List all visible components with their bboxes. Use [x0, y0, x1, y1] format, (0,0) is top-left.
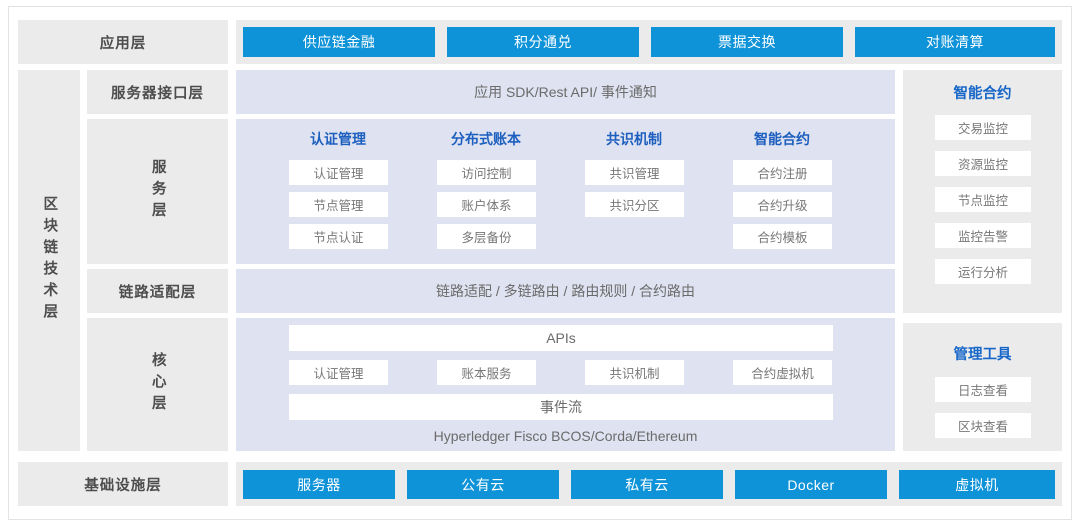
- core-module-authentication[interactable]: 认证管理: [289, 360, 388, 385]
- service-layer-label-text: 服务层: [149, 159, 166, 224]
- service-chip-contract-3[interactable]: 合约模板: [733, 224, 832, 249]
- side-panel-item-block-viewer[interactable]: 区块查看: [935, 413, 1031, 438]
- side-panel-item-log-viewer[interactable]: 日志查看: [935, 377, 1031, 402]
- service-chip-auth-3[interactable]: 节点认证: [289, 224, 388, 249]
- infra-button-docker[interactable]: Docker: [735, 470, 887, 499]
- core-layer-footer-text: Hyperledger Fisco BCOS/Corda/Ethereum: [433, 428, 698, 444]
- side-panel-item-node-monitor[interactable]: 节点监控: [935, 187, 1031, 212]
- blockchain-tech-layer-label: 区块链技术层: [18, 70, 80, 451]
- service-column-header-authentication: 认证管理: [310, 131, 366, 147]
- service-column-header-consensus: 共识机制: [606, 131, 662, 147]
- core-layer-label-text: 核心层: [149, 352, 166, 417]
- infra-button-private-cloud[interactable]: 私有云: [571, 470, 723, 499]
- core-layer-apis-bar: APIs: [289, 325, 833, 351]
- infra-button-public-cloud[interactable]: 公有云: [407, 470, 559, 499]
- core-module-consensus[interactable]: 共识机制: [585, 360, 684, 385]
- side-panel-smart-contract-title: 智能合约: [953, 85, 1012, 102]
- server-interface-layer-content: 应用 SDK/Rest API/ 事件通知: [236, 70, 895, 114]
- service-chip-ledger-3[interactable]: 多层备份: [437, 224, 536, 249]
- server-interface-layer-content-text: 应用 SDK/Rest API/ 事件通知: [474, 84, 657, 100]
- side-panel-item-monitor-alert[interactable]: 监控告警: [935, 223, 1031, 248]
- service-chip-contract-2[interactable]: 合约升级: [733, 192, 832, 217]
- core-module-contract-vm[interactable]: 合约虚拟机: [733, 360, 832, 385]
- side-panel-item-runtime-analysis[interactable]: 运行分析: [935, 259, 1031, 284]
- infrastructure-layer-label-text: 基础设施层: [84, 477, 162, 494]
- app-button-supply-chain-finance[interactable]: 供应链金融: [243, 27, 435, 57]
- server-interface-layer-label-text: 服务器接口层: [111, 85, 204, 102]
- service-chip-auth-1[interactable]: 认证管理: [289, 160, 388, 185]
- service-chip-contract-1[interactable]: 合约注册: [733, 160, 832, 185]
- blockchain-tech-layer-label-text: 区块链技术层: [41, 196, 58, 325]
- link-adaptation-layer-content-text: 链路适配 / 多链路由 / 路由规则 / 合约路由: [435, 283, 695, 299]
- side-panel-item-resource-monitor[interactable]: 资源监控: [935, 151, 1031, 176]
- service-chip-consensus-1[interactable]: 共识管理: [585, 160, 684, 185]
- service-column-header-smart-contract: 智能合约: [754, 131, 810, 147]
- core-layer-event-bar: 事件流: [289, 394, 833, 420]
- app-button-points-exchange[interactable]: 积分通兑: [447, 27, 639, 57]
- service-chip-consensus-2[interactable]: 共识分区: [585, 192, 684, 217]
- core-module-ledger-service[interactable]: 账本服务: [437, 360, 536, 385]
- link-adaptation-layer-content: 链路适配 / 多链路由 / 路由规则 / 合约路由: [236, 269, 895, 313]
- infra-button-virtual-machine[interactable]: 虚拟机: [899, 470, 1055, 499]
- side-panel-item-transaction-monitor[interactable]: 交易监控: [935, 115, 1031, 140]
- infra-button-server[interactable]: 服务器: [243, 470, 395, 499]
- app-button-bill-exchange[interactable]: 票据交换: [651, 27, 843, 57]
- core-layer-label: 核心层: [87, 318, 228, 451]
- service-chip-ledger-2[interactable]: 账户体系: [437, 192, 536, 217]
- service-chip-ledger-1[interactable]: 访问控制: [437, 160, 536, 185]
- infrastructure-layer-label: 基础设施层: [18, 462, 228, 506]
- link-adaptation-layer-label: 链路适配层: [87, 269, 228, 313]
- link-adaptation-layer-label-text: 链路适配层: [118, 284, 197, 301]
- application-layer-label: 应用层: [18, 20, 228, 64]
- side-panel-management-tools-title: 管理工具: [953, 346, 1012, 363]
- application-layer-label-text: 应用层: [99, 35, 147, 52]
- service-layer-label: 服务层: [87, 119, 228, 264]
- service-column-header-distributed-ledger: 分布式账本: [451, 131, 521, 147]
- core-layer-footer: Hyperledger Fisco BCOS/Corda/Ethereum: [236, 425, 895, 447]
- service-chip-auth-2[interactable]: 节点管理: [289, 192, 388, 217]
- app-button-reconciliation-settlement[interactable]: 对账清算: [855, 27, 1055, 57]
- server-interface-layer-label: 服务器接口层: [87, 70, 228, 114]
